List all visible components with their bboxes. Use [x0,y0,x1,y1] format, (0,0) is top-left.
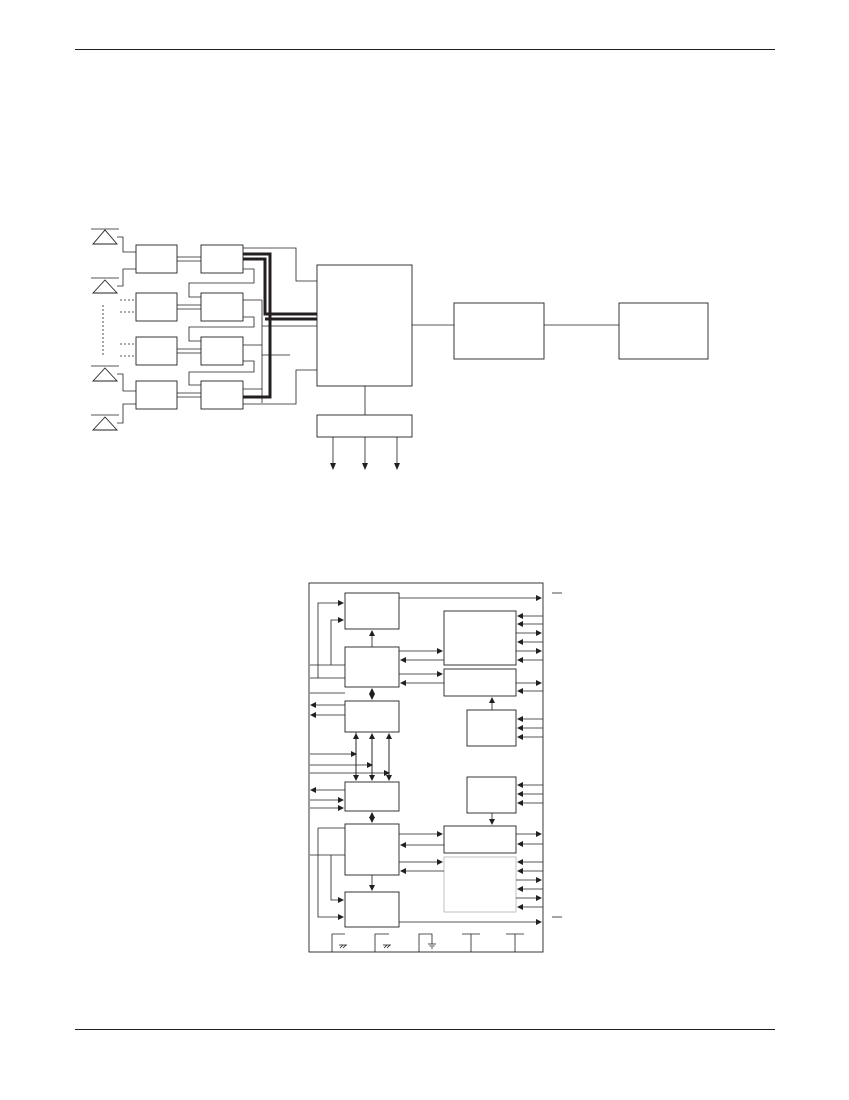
host-block [618,302,709,360]
antenna-icon [91,268,136,294]
converter-block-2 [200,292,244,322]
data-bus [243,252,317,399]
block-a6 [344,891,400,928]
antenna-icon [91,228,136,253]
ground-icon [374,933,391,952]
control-lines [243,247,317,405]
block-a5 [344,823,400,876]
supply-pin-icon [506,933,524,952]
processor-block [316,264,413,387]
converter-block-4 [200,380,244,410]
block-a1 [344,592,400,630]
footer-rule [75,1029,775,1030]
left-io-lines [310,692,390,811]
antenna-icon [91,403,136,431]
ground-icon [331,933,347,952]
block-a2 [344,646,400,688]
interface-block [453,302,545,360]
block-b3 [466,709,517,747]
right-io-lines [516,613,543,910]
block-b5 [443,825,517,854]
block-b4 [466,776,517,814]
feedback-loops [188,268,255,386]
supply-pin-icon [462,933,480,952]
front-end-block-3 [135,336,178,366]
front-end-block-4 [135,380,178,410]
block-a3 [344,700,400,733]
antenna-icon [91,365,136,392]
front-end-block-1 [135,244,178,274]
block-b6 [443,856,517,913]
block-b2 [443,668,517,697]
converter-block-3 [200,336,244,366]
converter-block-1 [200,244,244,274]
front-end-block-2 [135,292,178,322]
io-block [316,414,413,438]
double-link [177,256,201,398]
ground-icon [418,933,436,952]
header-rule [75,49,775,50]
block-a4 [344,781,400,812]
output-arrows [330,437,400,470]
block-b1 [443,610,517,666]
input-stubs [120,299,135,357]
